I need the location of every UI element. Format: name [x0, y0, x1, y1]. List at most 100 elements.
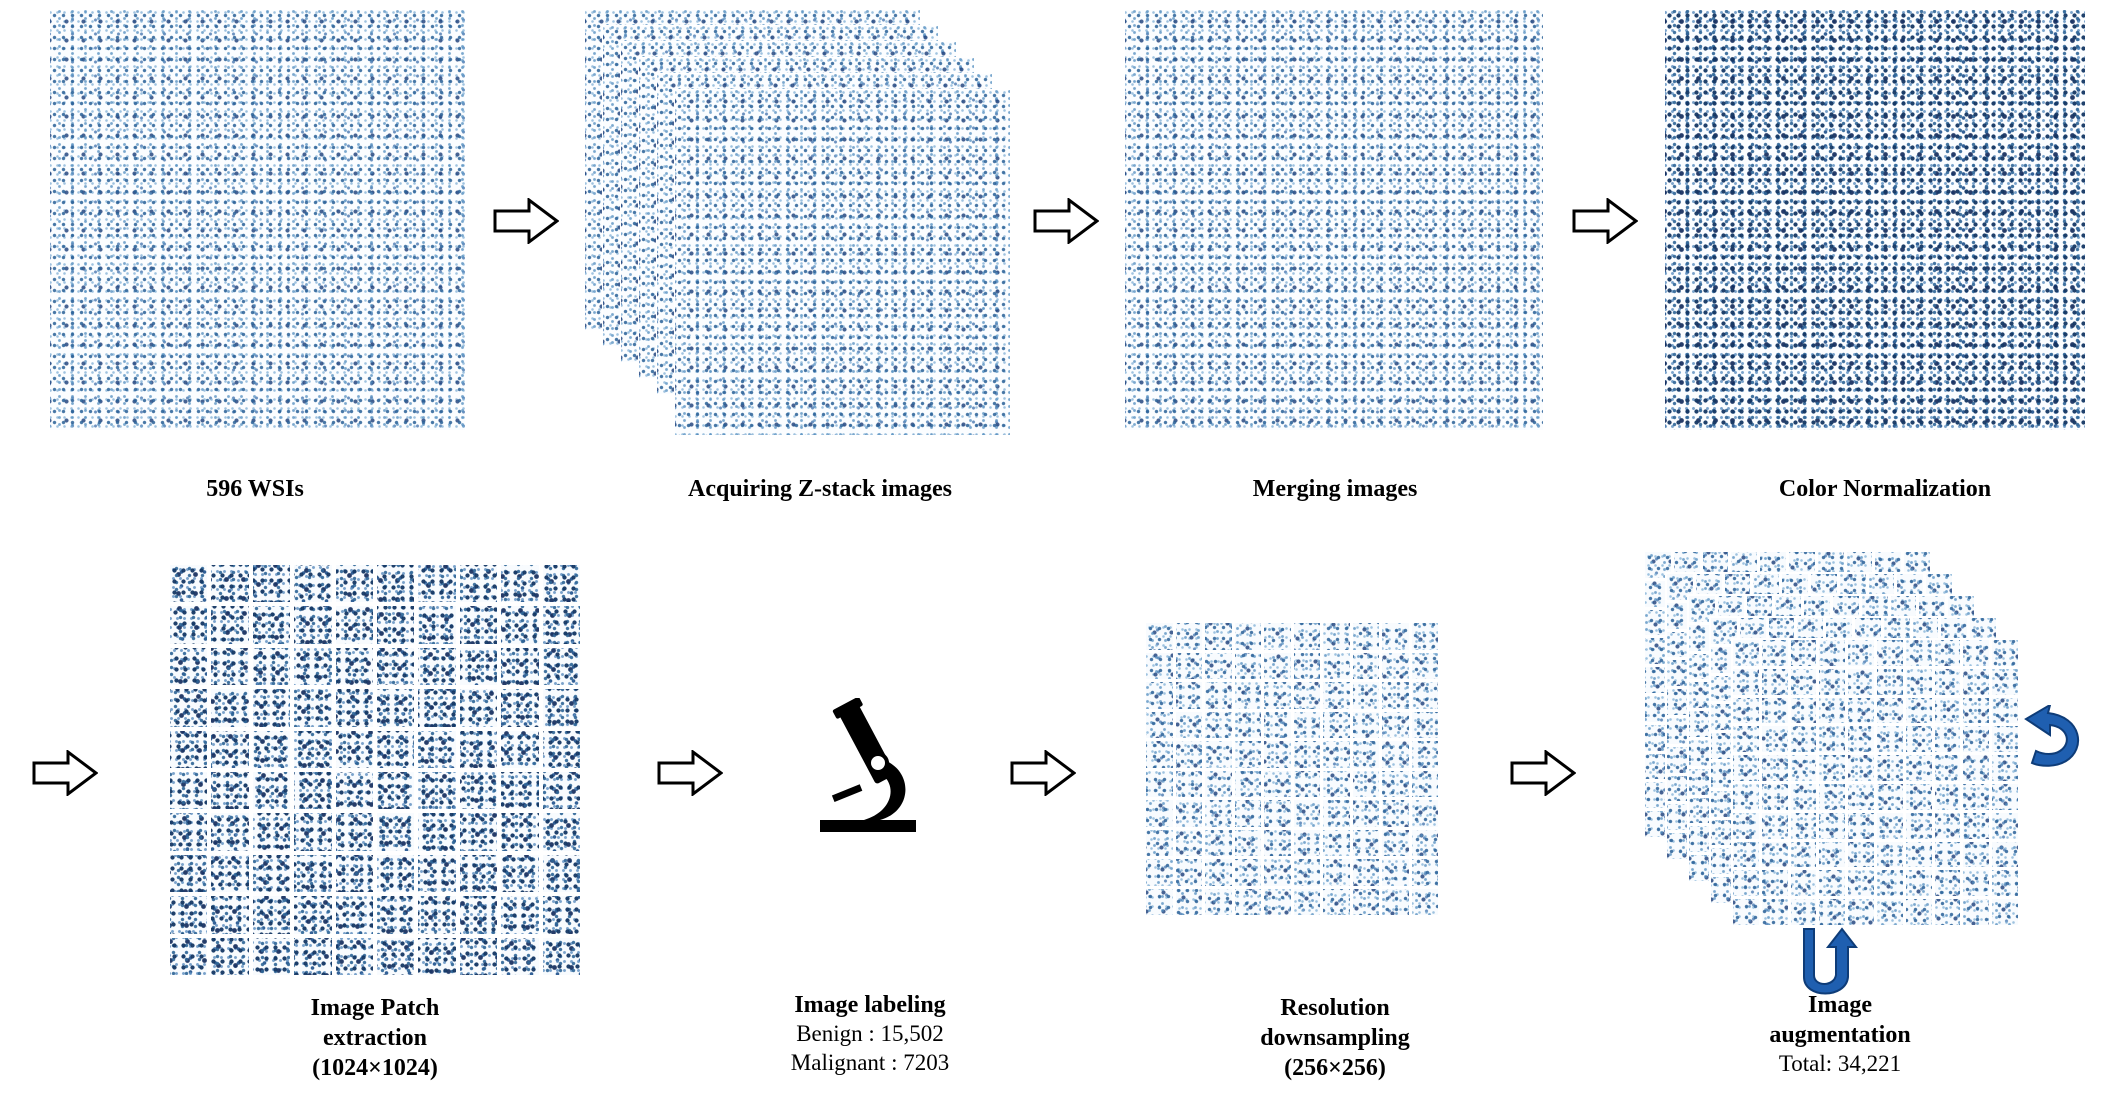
- image-patch: [1876, 668, 1903, 695]
- image-patch: [294, 689, 332, 727]
- image-patch: [418, 647, 456, 686]
- image-patch: [1146, 829, 1173, 856]
- color-normalized-image: [1665, 10, 2085, 430]
- image-patch: [1868, 574, 1895, 600]
- image-patch: [1904, 552, 1930, 578]
- image-patch: [1293, 770, 1320, 797]
- image-patch: [1352, 800, 1379, 827]
- image-patch: [542, 896, 580, 934]
- image-patch: [1205, 711, 1232, 738]
- image-patch: [1790, 726, 1817, 753]
- image-patch: [170, 813, 208, 851]
- image-patch: [1234, 888, 1261, 915]
- image-patch: [1234, 623, 1261, 650]
- image-patch: [1905, 726, 1932, 753]
- image-patch: [1645, 667, 1671, 693]
- image-patch: [1934, 726, 1961, 753]
- image-patch: [1146, 741, 1173, 768]
- image-patch: [1645, 724, 1671, 751]
- image-patch: [335, 606, 373, 644]
- image-patch: [1323, 888, 1350, 915]
- image-patch: [542, 854, 580, 893]
- image-patch: [1175, 859, 1202, 886]
- image-patch: [294, 854, 332, 893]
- image-patch: [1733, 697, 1759, 724]
- image-patch: [1963, 726, 1990, 753]
- downsample-label: Resolution downsampling (256×256): [1195, 993, 1475, 1083]
- image-patch: [418, 730, 456, 768]
- image-patch: [1733, 870, 1759, 897]
- image-patch: [1382, 859, 1409, 886]
- image-patch: [1848, 668, 1874, 695]
- augment-label-line1: Image: [1808, 992, 1872, 1018]
- image-patch: [1411, 711, 1438, 738]
- image-patch: [1761, 783, 1788, 810]
- image-patch: [1323, 800, 1350, 827]
- image-patch: [1667, 631, 1693, 658]
- image-patch: [1905, 668, 1932, 695]
- hollow-right-arrow-icon: [1510, 750, 1576, 796]
- image-patch: [1819, 870, 1846, 897]
- image-patch: [1175, 800, 1202, 827]
- image-patch: [1890, 596, 1917, 622]
- image-patch: [1883, 618, 1910, 644]
- image-patch: [1382, 800, 1409, 827]
- image-patch: [1753, 574, 1780, 600]
- image-patch: [1934, 755, 1961, 781]
- image-patch: [542, 689, 580, 727]
- malignant-count: Malignant : 7203: [790, 1049, 950, 1075]
- augmented-layer: [1733, 640, 2018, 925]
- downsample-label-line3: (256×256): [1284, 1055, 1386, 1081]
- flow-arrow-2: [1033, 198, 1099, 244]
- image-patch: [1711, 733, 1737, 759]
- image-patch: [1897, 574, 1924, 600]
- downsample-label-line1: Resolution: [1280, 995, 1390, 1021]
- image-patch: [170, 689, 208, 727]
- image-patch: [335, 689, 373, 727]
- image-patch: [542, 937, 580, 975]
- image-patch: [1934, 841, 1961, 868]
- image-patch: [252, 565, 291, 603]
- image-patch: [1761, 841, 1788, 868]
- image-patch: [1848, 755, 1874, 781]
- image-patch: [1926, 574, 1952, 600]
- image-patch: [459, 647, 498, 686]
- image-patch: [501, 647, 539, 686]
- zstack-images: [585, 10, 1010, 435]
- image-patch: [1667, 574, 1693, 600]
- image-patch: [1146, 888, 1173, 915]
- flip-arrow-icon: [1798, 925, 1859, 1002]
- image-patch: [1992, 899, 2018, 925]
- image-patch: [252, 813, 291, 851]
- image-patch: [542, 606, 580, 644]
- image-patch: [1992, 726, 2018, 753]
- image-patch: [1146, 623, 1173, 650]
- image-patch: [1323, 711, 1350, 738]
- image-patch: [1689, 797, 1715, 824]
- image-patch: [211, 647, 249, 686]
- image-patch: [1782, 574, 1808, 600]
- image-patch: [252, 689, 291, 727]
- image-patch: [501, 896, 539, 934]
- labeling-label: Image labeling Benign : 15,502 Malignant…: [740, 990, 1000, 1078]
- augment-label: Image augmentation Total: 34,221: [1700, 990, 1980, 1079]
- wsi-image: [50, 10, 465, 430]
- image-patch: [459, 606, 498, 644]
- image-patch: [1948, 596, 1974, 622]
- augment-total: Total: 34,221: [1778, 1051, 1902, 1076]
- image-patch: [170, 854, 208, 893]
- flow-arrow-5: [657, 750, 723, 796]
- image-patch: [1293, 800, 1320, 827]
- image-patch: [1689, 653, 1715, 680]
- image-patch: [335, 647, 373, 686]
- image-patch: [1689, 596, 1715, 622]
- image-patch: [1761, 668, 1788, 695]
- image-patch: [1711, 848, 1737, 875]
- image-patch: [501, 606, 539, 644]
- image-patch: [1264, 800, 1291, 827]
- image-patch: [1667, 717, 1693, 744]
- patch-label-line3: (1024×1024): [312, 1055, 438, 1081]
- image-patch: [1876, 755, 1903, 781]
- wsi-label: 596 WSIs: [206, 476, 304, 502]
- image-patch: [1876, 899, 1903, 925]
